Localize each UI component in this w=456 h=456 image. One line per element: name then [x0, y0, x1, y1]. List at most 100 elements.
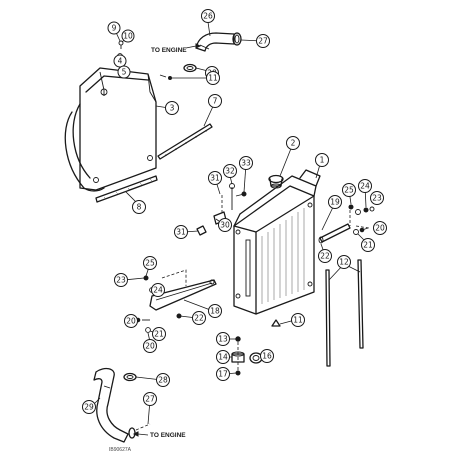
- callout-11: 11: [206, 71, 220, 85]
- svg-text:11: 11: [293, 316, 303, 325]
- callout-12: 12: [337, 255, 351, 269]
- to-engine-bottom-arrow: [137, 433, 149, 436]
- mount-stack: [231, 336, 263, 376]
- svg-text:20: 20: [145, 342, 155, 351]
- svg-text:29: 29: [84, 403, 94, 412]
- svg-text:19: 19: [330, 198, 340, 207]
- callout-31-top: 31: [208, 171, 222, 185]
- callout-24: 24: [358, 179, 372, 193]
- svg-text:5: 5: [122, 68, 127, 77]
- to-engine-top-arrow: [185, 45, 197, 49]
- note-to-engine-bottom: TO ENGINE: [150, 432, 186, 439]
- svg-text:16: 16: [262, 352, 272, 361]
- to-engine-bottom-arrowhead: [132, 431, 139, 437]
- svg-text:21: 21: [363, 241, 373, 250]
- callout-21-right: 21: [361, 238, 375, 252]
- seal-strip-8: [95, 175, 158, 203]
- note-to-engine-top: TO ENGINE: [151, 47, 187, 54]
- callout-26: 26: [201, 9, 215, 23]
- callout-33: 33: [239, 156, 253, 170]
- svg-text:25: 25: [344, 186, 354, 195]
- callout-23-left: 23: [114, 273, 128, 287]
- callout-9: 9: [107, 21, 121, 35]
- drain-fitting: [271, 319, 281, 327]
- lower-hose: [93, 367, 129, 443]
- svg-text:27: 27: [145, 395, 155, 404]
- callout-25-left: 25: [143, 256, 157, 270]
- callout-22-right: 22: [318, 249, 332, 263]
- svg-text:1: 1: [320, 156, 325, 165]
- svg-text:9: 9: [112, 24, 117, 33]
- svg-text:31: 31: [176, 228, 186, 237]
- svg-text:22: 22: [194, 314, 204, 323]
- drawing-code: IB90627A: [109, 447, 132, 453]
- overflow-tube-19: [318, 223, 351, 244]
- callout-22-left: 22: [192, 311, 206, 325]
- callout-11-lower: 11: [291, 313, 305, 327]
- callout-20-left: 20: [124, 314, 138, 328]
- upper-hose: [195, 32, 235, 52]
- callout-29: 29: [82, 400, 96, 414]
- callout-1: 1: [315, 153, 329, 167]
- callout-30: 30: [218, 218, 232, 232]
- callout-4: 4: [113, 54, 127, 68]
- callout-13: 13: [216, 332, 230, 346]
- callout-27-top: 27: [256, 34, 270, 48]
- svg-text:20: 20: [126, 317, 136, 326]
- svg-text:23: 23: [372, 194, 382, 203]
- svg-text:31: 31: [210, 174, 220, 183]
- svg-text:3: 3: [170, 104, 175, 113]
- callout-10: 10: [121, 29, 135, 43]
- callout-32: 32: [223, 164, 237, 178]
- callout-19: 19: [328, 195, 342, 209]
- clamp-28-bottom: [123, 372, 137, 382]
- hose-clamp-bottom: [128, 423, 151, 439]
- svg-text:28: 28: [158, 376, 168, 385]
- fan-shroud: [64, 67, 157, 192]
- right-fasteners: [348, 204, 375, 235]
- svg-text:18: 18: [210, 307, 220, 316]
- svg-text:22: 22: [320, 252, 330, 261]
- clamp-28-top: [183, 63, 197, 73]
- callout-18: 18: [208, 304, 222, 318]
- svg-text:33: 33: [241, 159, 251, 168]
- callout-3: 3: [165, 101, 179, 115]
- svg-text:8: 8: [137, 203, 142, 212]
- callout-24-left: 24: [151, 283, 165, 297]
- svg-text:32: 32: [225, 167, 235, 176]
- callout-23-right: 23: [370, 191, 384, 205]
- callout-14: 14: [216, 350, 230, 364]
- svg-text:20: 20: [375, 224, 385, 233]
- svg-text:25: 25: [145, 259, 155, 268]
- svg-text:17: 17: [218, 370, 228, 379]
- svg-text:24: 24: [153, 286, 163, 295]
- callout-27-bottom: 27: [143, 392, 157, 406]
- svg-text:27: 27: [258, 37, 268, 46]
- svg-text:23: 23: [116, 276, 126, 285]
- callout-31-left: 31: [174, 225, 188, 239]
- callout-17: 17: [216, 367, 230, 381]
- callout-21-left: 21: [152, 327, 166, 341]
- support-rods: [325, 259, 364, 367]
- radiator-fins: [261, 208, 305, 304]
- svg-text:30: 30: [220, 221, 230, 230]
- svg-text:11: 11: [208, 74, 218, 83]
- callout-20-right: 20: [373, 221, 387, 235]
- svg-text:13: 13: [218, 335, 228, 344]
- svg-text:7: 7: [213, 97, 218, 106]
- hose-clamp-top: [232, 32, 242, 46]
- svg-text:12: 12: [339, 258, 349, 267]
- lower-strap-18: [149, 269, 217, 311]
- svg-text:21: 21: [154, 330, 164, 339]
- callout-16: 16: [260, 349, 274, 363]
- svg-text:4: 4: [118, 57, 123, 66]
- callout-7: 7: [208, 94, 222, 108]
- svg-text:10: 10: [123, 32, 133, 41]
- svg-text:26: 26: [203, 12, 213, 21]
- svg-text:2: 2: [291, 139, 296, 148]
- callout-20-lower: 20: [143, 339, 157, 353]
- callout-5: 5: [117, 65, 131, 79]
- callout-2: 2: [286, 136, 300, 150]
- callout-25-right: 25: [342, 183, 356, 197]
- seal-strip-7: [157, 123, 213, 160]
